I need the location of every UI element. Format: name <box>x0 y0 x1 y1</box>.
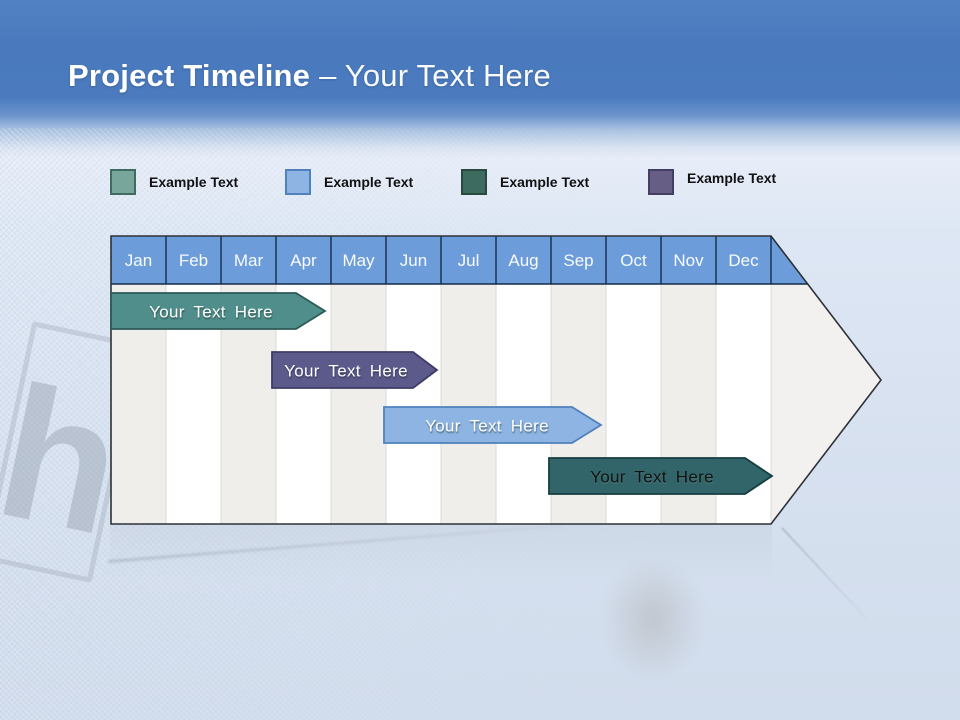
month-header-mar: Mar <box>234 251 264 270</box>
task-arrow-3[interactable]: Your Text Here <box>383 406 603 444</box>
month-header-dec: Dec <box>728 251 759 270</box>
timeline-chart: Jan Feb Mar Apr May Jun Jul Aug Sep Oct … <box>110 235 882 525</box>
legend-swatch-lightblue <box>285 169 311 195</box>
title-suffix: – Your Text Here <box>319 58 551 93</box>
legend-item-1[interactable]: Example Text <box>110 169 238 195</box>
task-arrow-4[interactable]: Your Text Here <box>548 457 774 495</box>
month-header-feb: Feb <box>179 251 208 270</box>
reflection-line-right <box>781 527 871 623</box>
title-main: Project Timeline <box>68 58 311 93</box>
month-header-jan: Jan <box>125 251 152 270</box>
month-header-may: May <box>342 251 375 270</box>
legend-label: Example Text <box>687 170 777 186</box>
legend-label: Example Text <box>324 174 414 190</box>
month-header-jul: Jul <box>458 251 480 270</box>
task-label-1: Your Text Here <box>149 303 273 322</box>
legend-label: Example Text <box>500 174 590 190</box>
page-title[interactable]: Project Timeline– Your Text Here <box>68 58 551 94</box>
legend-label: Example Text <box>149 174 239 190</box>
big-arrow-outline <box>110 235 882 525</box>
task-arrow-2[interactable]: Your Text Here <box>271 351 439 389</box>
task-arrow-1[interactable]: Your Text Here <box>110 292 327 330</box>
month-header-jun: Jun <box>400 251 427 270</box>
legend-swatch-darkgreen <box>461 169 487 195</box>
task-label-2: Your Text Here <box>284 362 408 381</box>
legend-swatch-purple <box>648 169 674 195</box>
month-header-sep: Sep <box>563 251 593 270</box>
background-smudge <box>598 562 708 687</box>
month-header-oct: Oct <box>620 251 647 270</box>
month-header-aug: Aug <box>508 251 538 270</box>
table-reflection <box>110 524 772 579</box>
legend-swatch-teal <box>110 169 136 195</box>
month-header-apr: Apr <box>290 251 317 270</box>
legend-item-4[interactable]: Example Text <box>648 169 776 195</box>
task-label-4: Your Text Here <box>590 468 714 487</box>
legend-item-3[interactable]: Example Text <box>461 169 589 195</box>
month-header-nov: Nov <box>673 251 704 270</box>
task-label-3: Your Text Here <box>425 417 549 436</box>
legend-item-2[interactable]: Example Text <box>285 169 413 195</box>
header-cell-borders <box>111 236 815 285</box>
